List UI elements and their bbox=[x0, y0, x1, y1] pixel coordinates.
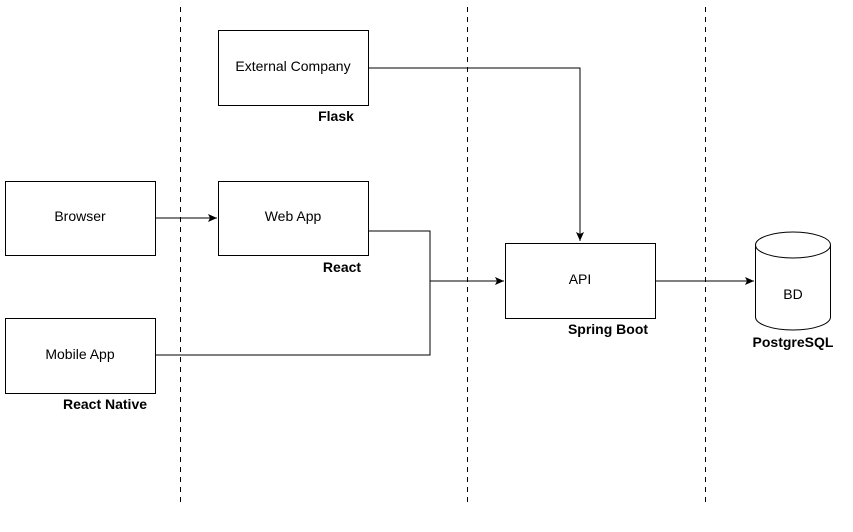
database-label: BD bbox=[783, 286, 802, 302]
react-native-label: React Native bbox=[63, 396, 147, 412]
api-label: API bbox=[569, 271, 592, 287]
web-app-node[interactable]: Web App bbox=[218, 181, 369, 256]
flask-label: Flask bbox=[318, 108, 354, 124]
browser-node[interactable]: Browser bbox=[5, 181, 156, 256]
edge-external-company-to-api bbox=[368, 67, 584, 241]
database-cylinder-icon bbox=[755, 231, 831, 331]
browser-label: Browser bbox=[54, 208, 106, 224]
web-app-label: Web App bbox=[265, 208, 322, 224]
postgresql-label: PostgreSQL bbox=[753, 334, 834, 350]
mobile-app-node[interactable]: Mobile App bbox=[5, 318, 156, 394]
edge-web-app-to-api bbox=[368, 230, 504, 285]
database-node[interactable]: BD bbox=[755, 231, 831, 331]
api-node[interactable]: API bbox=[505, 243, 656, 319]
spring-boot-label: Spring Boot bbox=[568, 321, 648, 337]
external-company-label: External Company bbox=[235, 58, 350, 74]
react-label: React bbox=[323, 259, 361, 275]
edge-mobile-app-to-api bbox=[156, 281, 431, 356]
mobile-app-label: Mobile App bbox=[45, 346, 114, 362]
external-company-node[interactable]: External Company bbox=[218, 30, 369, 106]
